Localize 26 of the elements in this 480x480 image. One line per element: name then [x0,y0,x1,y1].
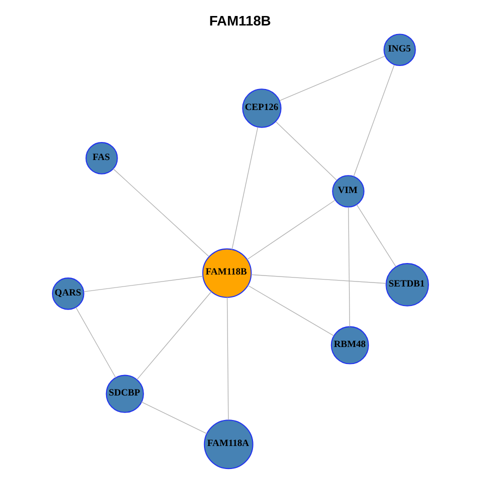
node-circle: SDCBP [105,374,144,413]
connector [250,274,386,284]
node-circle: FAM118B [202,248,252,298]
connector [82,276,203,292]
connector [140,402,207,434]
connector [348,206,350,328]
connector [275,122,337,181]
connector [136,291,212,380]
node-circle: FAS [85,142,118,174]
connector [352,64,394,177]
connector [231,126,258,250]
node-circle: ING5 [383,34,416,66]
connector [75,307,116,378]
connector [226,296,228,420]
node-circle: VIM [332,175,364,208]
connector [246,200,335,260]
connector [246,285,334,336]
node-circle: QARS [51,278,84,310]
node-circle: SETDB1 [385,263,428,306]
node-circle: FAM118A [203,420,253,470]
node-circle: CEP126 [242,88,281,128]
connector [356,204,396,268]
connector [112,168,209,258]
connector [279,56,385,101]
node-circle: RBM48 [330,326,368,364]
diagram-title: FAM118B [208,12,270,28]
